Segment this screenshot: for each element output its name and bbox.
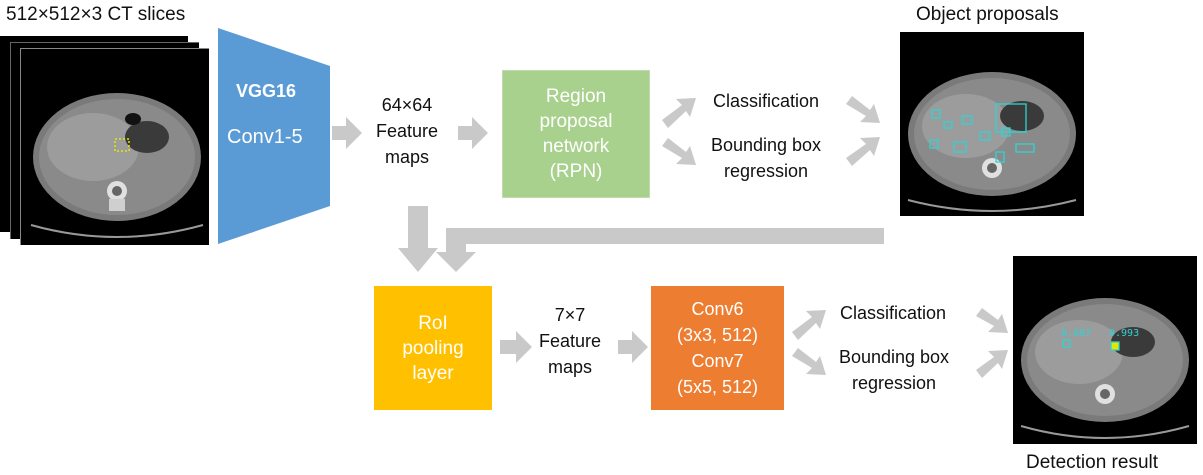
conv7-params: (5x5, 512)	[676, 377, 759, 397]
detection-title: Detection result	[1026, 452, 1159, 473]
rpn-line2: proposal	[539, 111, 613, 132]
rpn-classification-label: Classification	[713, 91, 820, 111]
rpn-line1: Region	[545, 86, 607, 107]
vgg16-layers: Conv1-5	[227, 126, 303, 148]
arrow-conv-to-classification	[792, 310, 826, 340]
feature-maps-2-line1: Feature	[538, 331, 602, 351]
arrow-det-cls-to-result	[976, 308, 1008, 333]
conv6-params: (3x3, 512)	[676, 325, 759, 345]
rpn-bbox-line2: regression	[723, 161, 809, 181]
proposal-boxes	[929, 103, 1035, 163]
feature-maps-1: 64×64 Feature maps	[362, 94, 452, 168]
arrow-conv-to-bbox	[792, 348, 826, 375]
proposals-image	[900, 32, 1084, 216]
feature-maps-2-line2: maps	[547, 357, 592, 377]
arrow-rpn-cls-to-proposals	[846, 96, 880, 123]
roi-line3: layer	[412, 362, 454, 384]
feature-maps-1-size: 64×64	[381, 95, 433, 115]
arrow-features-to-rpn	[458, 117, 488, 149]
conv7-label: Conv7	[691, 351, 744, 371]
arrow-det-bbox-to-result	[976, 350, 1008, 378]
arrow-rpn-to-bbox	[662, 138, 696, 165]
rpn-bbox-line1: Bounding box	[710, 135, 822, 155]
feature-maps-1-line1: Feature	[375, 121, 439, 141]
feature-maps-2-size: 7×7	[554, 305, 586, 325]
roi-pooling-block: RoI pooling layer	[374, 286, 492, 410]
arrow-rpn-to-classification	[662, 98, 696, 128]
detection-score-1: 0.687	[1061, 328, 1091, 339]
det-classification-label: Classification	[840, 303, 947, 323]
det-bbox-regression-label: Bounding box regression	[828, 346, 960, 394]
ct-slice-front	[20, 48, 209, 245]
arrow-features-to-conv	[618, 331, 648, 363]
arrow-vgg-to-features	[332, 117, 362, 149]
vgg16-block	[218, 28, 330, 244]
rpn-block: Region proposal network (RPN)	[502, 70, 650, 198]
detection-ct-image: 0.687 0.993	[1020, 298, 1190, 439]
proposals-title: Object proposals	[916, 4, 1059, 25]
conv6-label: Conv6	[691, 299, 744, 319]
arrow-features-down-to-roi	[398, 206, 438, 272]
conv-block: Conv6 (3x3, 512) Conv7 (5x5, 512)	[651, 286, 784, 410]
vgg16-label: VGG16	[236, 81, 297, 101]
detection-image: 0.687 0.993	[1013, 256, 1197, 444]
input-title: 512×512×3 CT slices	[6, 4, 186, 25]
proposals-ct-image	[907, 72, 1077, 212]
roi-line1: RoI	[418, 312, 448, 334]
detection-box-1	[1062, 339, 1071, 348]
ct-scan-image	[30, 93, 204, 238]
det-bbox-line2: regression	[851, 373, 937, 393]
arrow-proposals-to-roi	[436, 228, 884, 272]
feature-maps-1-line2: maps	[384, 147, 429, 167]
roi-line2: pooling	[402, 337, 464, 359]
rpn-line3: network	[542, 136, 610, 157]
detection-box-2	[1110, 341, 1120, 351]
arrow-rpn-bbox-to-proposals	[846, 137, 880, 166]
detection-score-2: 0.993	[1109, 328, 1139, 339]
det-bbox-line1: Bounding box	[838, 347, 950, 367]
rpn-line4: (RPN)	[549, 161, 603, 182]
rpn-bbox-regression-label: Bounding box regression	[700, 134, 832, 182]
feature-maps-2: 7×7 Feature maps	[528, 304, 612, 378]
arrow-roi-to-features	[500, 331, 532, 363]
